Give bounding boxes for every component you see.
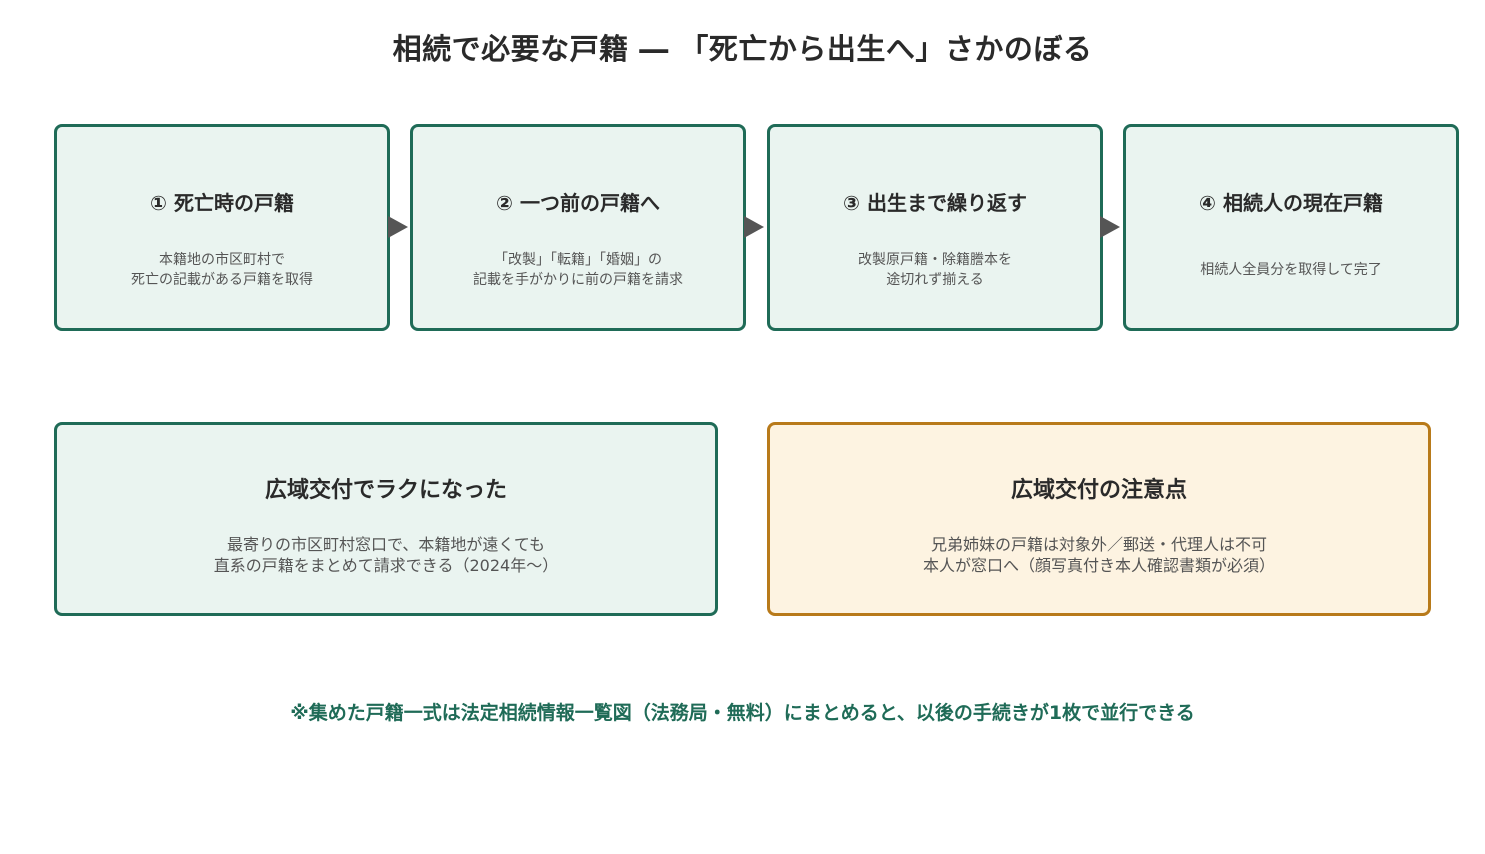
info-title: 広域交付でラクになった [264,478,507,503]
step-box-1: ① 死亡時の戸籍 本籍地の市区町村で 死亡の記載がある戸籍を取得 [54,124,390,331]
footnote: ※集めた戸籍一式は法定相続情報一覧図（法務局・無料）にまとめると、以後の手続きが… [290,702,1195,724]
step-description: 「改製」「転籍」「婚姻」の 記載を手がかりに前の戸籍を請求 [473,252,683,288]
step-box-3: ③ 出生まで繰り返す 改製原戸籍・除籍謄本を 途切れず揃える [767,124,1103,331]
step-description: 相続人全員分を取得して完了 [1200,262,1382,278]
info-description: 兄弟姉妹の戸籍は対象外／郵送・代理人は不可 本人が窓口へ（顔写真付き本人確認書類… [922,535,1275,575]
step-title: ② 一つ前の戸籍へ [496,191,660,215]
step-box-2: ② 一つ前の戸籍へ 「改製」「転籍」「婚姻」の 記載を手がかりに前の戸籍を請求 [410,124,746,331]
info-title: 広域交付の注意点 [1010,478,1187,503]
info-box-caution: 広域交付の注意点 兄弟姉妹の戸籍は対象外／郵送・代理人は不可 本人が窓口へ（顔写… [767,422,1431,616]
arrow-right-icon [1100,216,1120,238]
step-title: ④ 相続人の現在戸籍 [1199,191,1383,215]
arrow-right-icon [744,216,764,238]
info-description: 最寄りの市区町村窓口で、本籍地が遠くても 直系の戸籍をまとめて請求できる（202… [213,535,559,575]
page-title: 相続で必要な戸籍 ― 「死亡から出生へ」さかのぼる [392,32,1093,66]
step-box-4: ④ 相続人の現在戸籍 相続人全員分を取得して完了 [1123,124,1459,331]
step-title: ① 死亡時の戸籍 [150,191,294,215]
step-description: 改製原戸籍・除籍謄本を 途切れず揃える [858,252,1012,288]
info-box-benefit: 広域交付でラクになった 最寄りの市区町村窓口で、本籍地が遠くても 直系の戸籍をま… [54,422,718,616]
step-title: ③ 出生まで繰り返す [843,191,1027,215]
step-description: 本籍地の市区町村で 死亡の記載がある戸籍を取得 [131,252,313,288]
arrow-right-icon [388,216,408,238]
